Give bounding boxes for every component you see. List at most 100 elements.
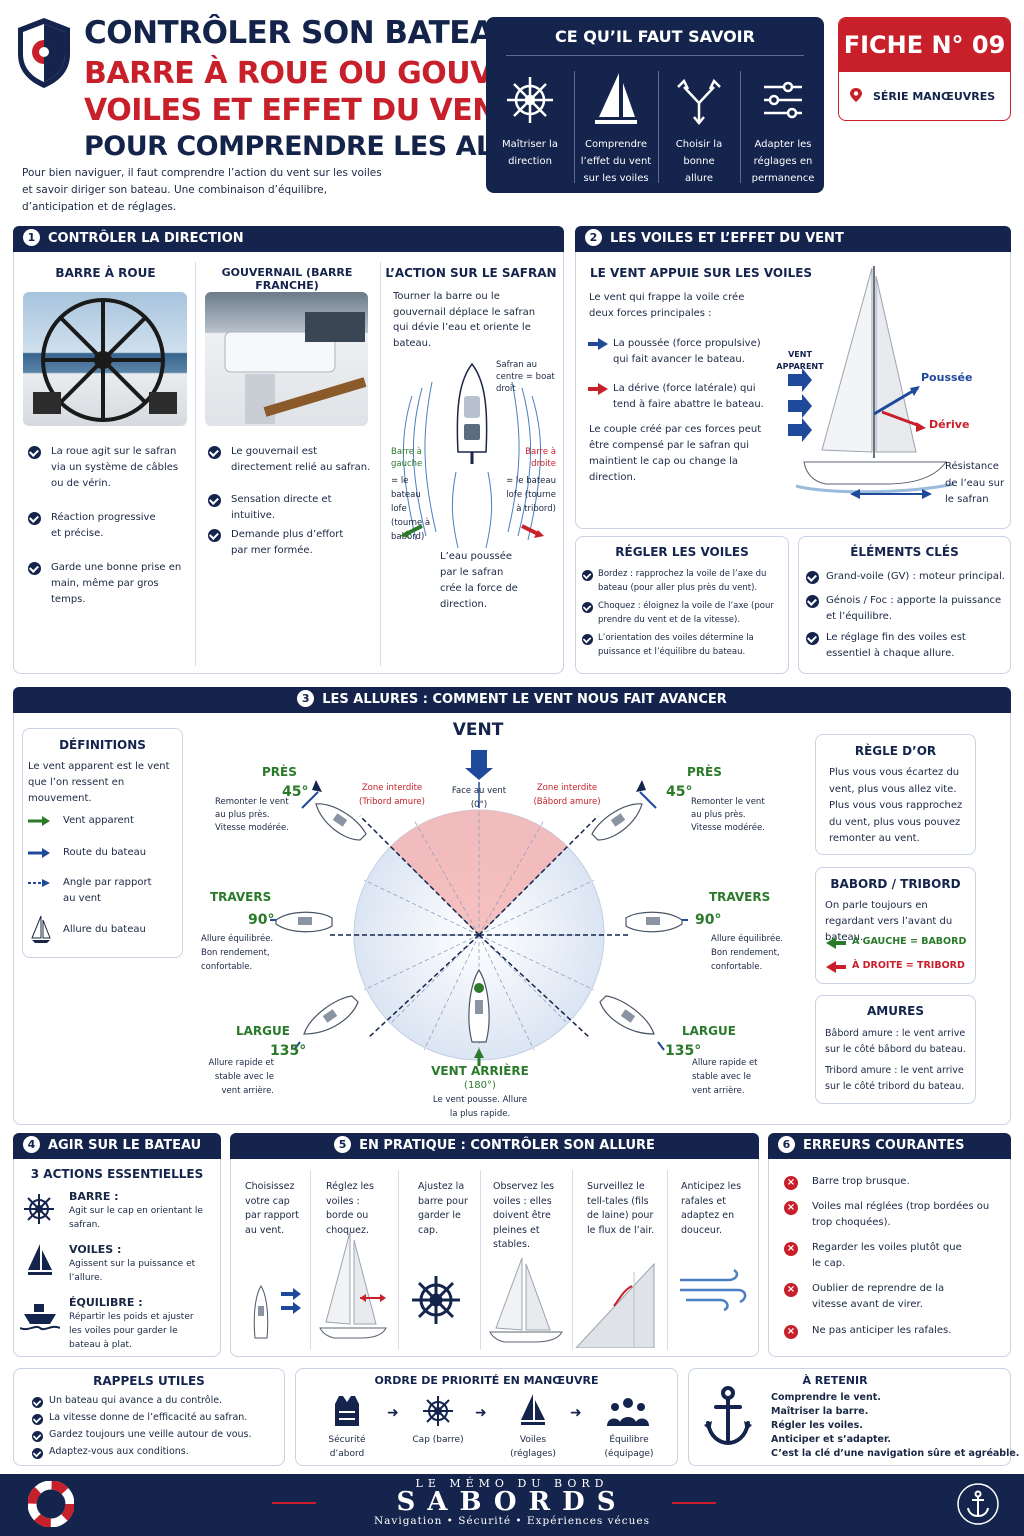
regler-item-2: Choquez : éloignez la voile de l’axe (po… bbox=[598, 601, 774, 625]
s3-face: Face au vent (0°) bbox=[451, 786, 507, 810]
s1-col2-title: GOUVERNAIL (BARRE FRANCHE) bbox=[221, 266, 353, 292]
s1-col3-title: L’ACTION SUR LE SAFRAN bbox=[385, 266, 557, 280]
s2-resistance: Résistance de l’eau sur le safran bbox=[945, 461, 1005, 505]
s3-vent: VENT bbox=[452, 720, 504, 740]
ordre-item-4: Équilibre (équipage) bbox=[604, 1435, 654, 1459]
anchor-icon bbox=[704, 1386, 752, 1446]
s4-action-2-text: Agissent sur la puissance et l’allure. bbox=[69, 1259, 196, 1283]
s3-largue-desc-right: Allure rapide et stable avec le vent arr… bbox=[692, 1058, 758, 1096]
footer-tagline: Navigation • Sécurité • Expériences vécu… bbox=[373, 1515, 651, 1527]
s3-pres-angle-left: 45° bbox=[282, 784, 309, 800]
green-arrow-icon bbox=[28, 816, 50, 826]
sailboat-forces-diagram bbox=[788, 266, 955, 499]
know-item-4: Adapter les réglages en permanence bbox=[742, 65, 824, 195]
s1-col1-item-3: Garde une bonne prise en main, même par … bbox=[51, 562, 182, 605]
logo-shield-icon bbox=[14, 16, 74, 90]
babord-title: BABORD / TRIBORD bbox=[830, 877, 961, 891]
left-arrow-red-icon bbox=[826, 961, 846, 973]
s4-action-2-title: VOILES : bbox=[69, 1243, 122, 1256]
s6-item-3: Regarder les voiles plutôt que le cap. bbox=[812, 1242, 962, 1269]
helm-icon bbox=[24, 1194, 54, 1224]
anchor-circle-icon[interactable] bbox=[956, 1482, 1000, 1526]
location-pin-icon bbox=[850, 88, 862, 102]
ordre-item-3: Voiles (réglages) bbox=[510, 1435, 556, 1459]
s1-col2-item-1: Le gouvernail est directement relié au s… bbox=[231, 446, 371, 473]
arrow-right-icon: ➜ bbox=[387, 1405, 399, 1421]
helm-icon bbox=[507, 77, 553, 123]
s1-col2-item-3: Demande plus d’effort par mer formée. bbox=[231, 529, 344, 556]
life-jacket-icon bbox=[335, 1396, 359, 1426]
s3-arriere: VENT ARRIÈRE bbox=[431, 1064, 529, 1078]
step4-sail-illustration bbox=[489, 1257, 563, 1343]
intro-text: Pour bien naviguer, il faut comprendre l… bbox=[22, 167, 382, 213]
retenir-title: À RETENIR bbox=[802, 1374, 868, 1387]
left-arrow-green-icon bbox=[826, 937, 846, 949]
s3-zone-right: Zone interdite (Bâbord amure) bbox=[533, 783, 601, 807]
retenir-line-1: Comprendre le vent. bbox=[771, 1392, 881, 1403]
rappels-item-2: La vitesse donne de l’efficacité au safr… bbox=[49, 1412, 248, 1423]
s3-largue-angle-right: 135° bbox=[665, 1043, 702, 1059]
push-arrow-icon bbox=[588, 338, 608, 350]
s5-step-1: Choisissez votre cap par rapport au vent… bbox=[245, 1181, 300, 1236]
fiche-box: FICHE N° 09 SÉRIE MANŒUVRES bbox=[838, 17, 1011, 121]
ordre-title: ORDRE DE PRIORITÉ EN MANŒUVRE bbox=[374, 1374, 599, 1387]
sail-icon bbox=[521, 1394, 545, 1425]
s3-largue-right: LARGUE bbox=[682, 1024, 736, 1038]
s1-col1-item-1: La roue agit sur le safran via un systèm… bbox=[51, 446, 179, 489]
rappels-card bbox=[13, 1368, 285, 1466]
s1-right-b: = le bateau lofe (tourne à tribord) bbox=[506, 476, 556, 514]
tiller-photo bbox=[205, 292, 368, 426]
elements-card bbox=[798, 536, 1011, 674]
s1-col2-item-2: Sensation directe et intuitive. bbox=[231, 494, 332, 521]
footer-top: LE MÉMO DU BORD bbox=[415, 1477, 609, 1490]
s4-action-3-text: Répartir les poids et ajuster les voiles… bbox=[69, 1312, 194, 1350]
s3-pres-desc-right: Remonter le vent au plus près. Vitesse m… bbox=[691, 797, 765, 833]
s6-item-2: Voiles mal réglées (trop bordées ou trop… bbox=[812, 1201, 990, 1228]
s3-largue-left: LARGUE bbox=[236, 1024, 290, 1038]
s2-force-2: La dérive (force latérale) qui tend à fa… bbox=[613, 383, 764, 410]
direction-arrows-icon bbox=[677, 78, 721, 125]
s2-force-1: La poussée (force propulsive) qui fait a… bbox=[613, 338, 761, 365]
babord-text: On parle toujours en regardant vers l’av… bbox=[825, 900, 953, 943]
error-x-icon: × bbox=[784, 1201, 798, 1215]
regler-card bbox=[575, 536, 789, 674]
know-title: CE QU’IL FAUT SAVOIR bbox=[555, 27, 755, 46]
s1-col3-text: Tourner la barre ou le gouvernail déplac… bbox=[393, 291, 536, 349]
babord-right: À DROITE = TRIBORD bbox=[852, 960, 965, 971]
know-item-3: Choisir la bonne allure bbox=[659, 65, 739, 195]
fiche-title: FICHE N° 09 bbox=[839, 18, 1010, 72]
crew-icon bbox=[607, 1398, 649, 1426]
s1-col1-title: BARRE À ROUE bbox=[55, 266, 156, 280]
amures-card bbox=[815, 995, 976, 1104]
know-item-1: Maîtriser la direction bbox=[490, 65, 570, 195]
s1-left-a: Barre à gauche bbox=[391, 447, 423, 469]
regler-title: RÉGLER LES VOILES bbox=[615, 545, 749, 559]
s3-pres-desc-left: Remonter le vent au plus près. Vitesse m… bbox=[215, 797, 289, 833]
boat-balance-icon bbox=[20, 1304, 60, 1331]
s4-action-1-text: Agit sur le cap en orientant le safran. bbox=[69, 1206, 203, 1230]
regler-item-3: L’orientation des voiles détermine la pu… bbox=[598, 633, 754, 657]
know-panel: CE QU’IL FAUT SAVOIR Maîtriser la direct… bbox=[486, 17, 824, 193]
sail-icon bbox=[595, 73, 637, 124]
title-line-3: VOILES ET EFFET DU VENT bbox=[84, 93, 517, 128]
error-x-icon: × bbox=[784, 1242, 798, 1256]
s1-safran-center: Safran au centre = boat droit bbox=[496, 360, 555, 394]
s3-travers-right: TRAVERS bbox=[709, 890, 771, 904]
telltale-illustration bbox=[575, 1262, 655, 1348]
section-6-card bbox=[768, 1133, 1011, 1357]
arrow-right-icon: ➜ bbox=[475, 1405, 487, 1421]
step2-sail-illustration bbox=[319, 1231, 387, 1339]
sail-icon bbox=[28, 1244, 52, 1275]
defs-item-3: Angle par rapport au vent bbox=[63, 877, 152, 904]
elements-title: ÉLÉMENTS CLÉS bbox=[850, 545, 959, 559]
elements-item-1: Grand-voile (GV) : moteur principal. bbox=[826, 571, 1005, 582]
defs-item-2: Route du bateau bbox=[63, 847, 147, 858]
s3-arriere-angle: (180°) bbox=[464, 1080, 496, 1091]
s6-item-1: Barre trop brusque. bbox=[812, 1176, 910, 1187]
s5-step-4: Observez les voiles : elles doivent être… bbox=[493, 1181, 555, 1250]
title-line-1: CONTRÔLER SON BATEAU : bbox=[84, 15, 540, 51]
rappels-item-1: Un bateau qui avance a du contrôle. bbox=[49, 1395, 223, 1406]
